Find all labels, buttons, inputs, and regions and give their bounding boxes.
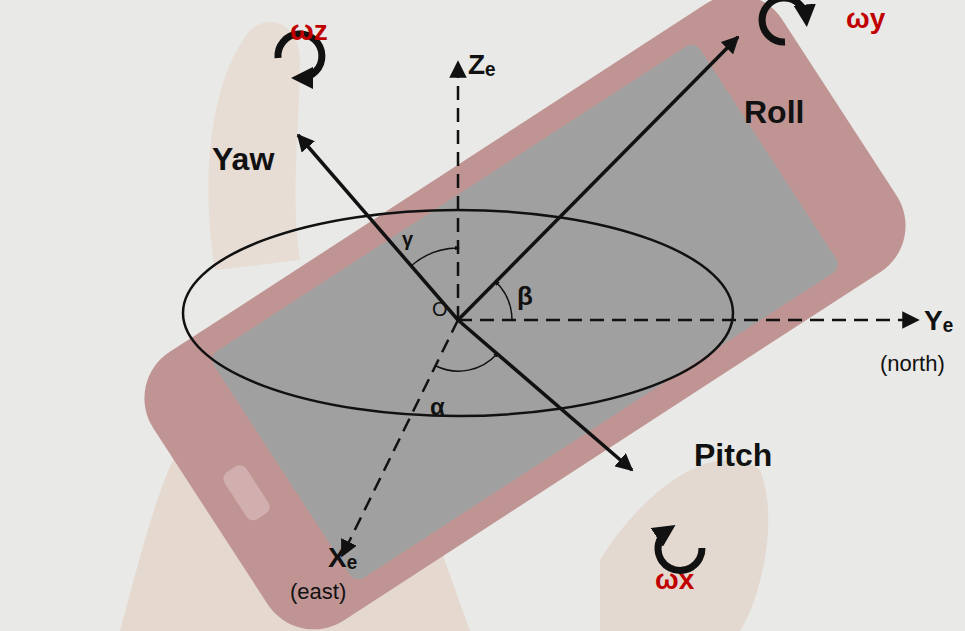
photo-background bbox=[120, 0, 927, 631]
rotation-arrows bbox=[278, 0, 806, 570]
direction-label: (east) bbox=[290, 580, 346, 604]
axis-label: Xₑ bbox=[328, 543, 357, 574]
direction-label: (north) bbox=[880, 352, 945, 376]
axis-label: Yₑ bbox=[924, 306, 953, 337]
gamma-arc bbox=[411, 248, 458, 266]
angle-label: α bbox=[430, 394, 445, 420]
angular-rate-label: ωy bbox=[846, 4, 885, 35]
angle-label: β bbox=[517, 282, 533, 311]
x-axis bbox=[342, 320, 458, 556]
horizontal-plane bbox=[183, 210, 733, 416]
roll-axis bbox=[458, 37, 738, 320]
z-axis bbox=[457, 62, 460, 320]
axis-label: Zₑ bbox=[468, 50, 496, 81]
angular-rate-label: ωz bbox=[290, 16, 328, 47]
rotation-name: Pitch bbox=[694, 438, 772, 473]
pitch-axis bbox=[458, 320, 632, 470]
angle-label: γ bbox=[402, 228, 413, 250]
rotation-name: Roll bbox=[744, 95, 804, 130]
rotation-name: Yaw bbox=[212, 142, 274, 177]
angular-rate-label: ωx bbox=[655, 565, 694, 596]
y-axis bbox=[458, 319, 918, 322]
alpha-arc bbox=[436, 354, 497, 371]
origin-label: O bbox=[432, 298, 448, 320]
yaw-axis bbox=[298, 135, 458, 320]
beta-arc bbox=[496, 282, 512, 320]
